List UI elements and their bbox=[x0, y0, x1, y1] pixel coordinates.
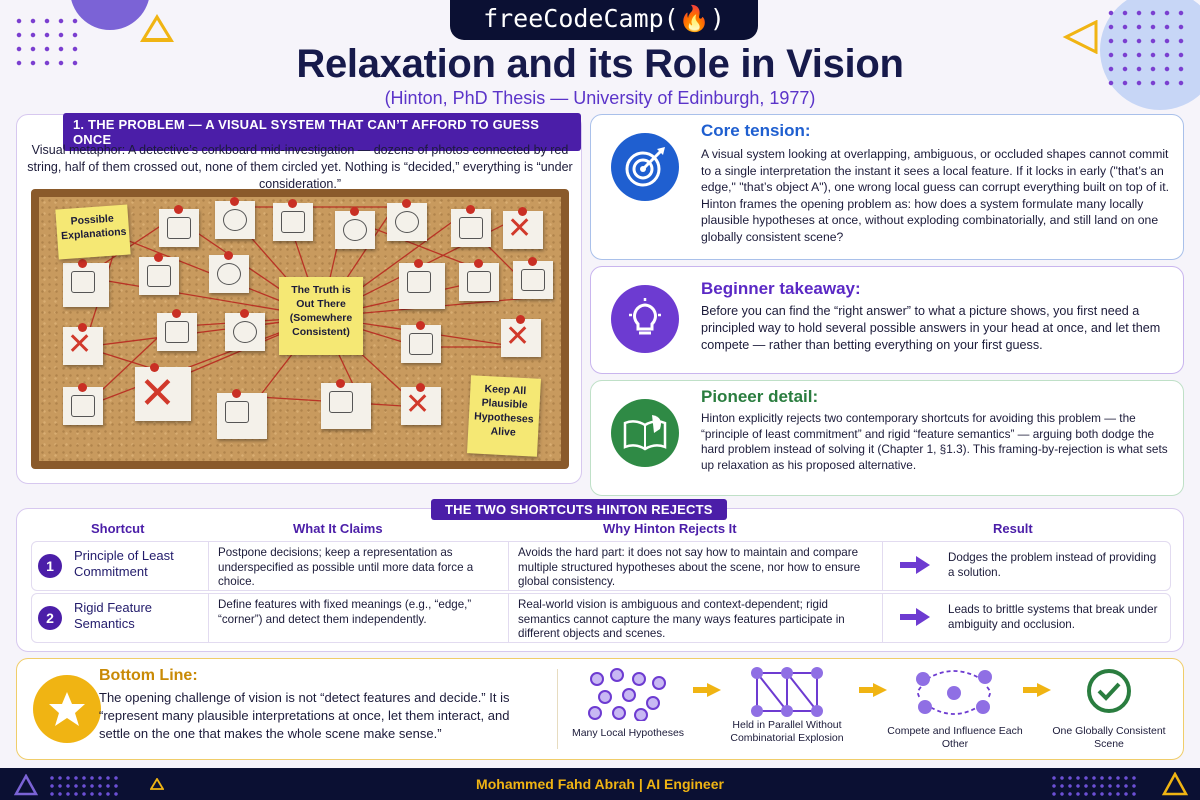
star-icon bbox=[33, 675, 101, 743]
row-number: 2 bbox=[38, 606, 62, 630]
column-header-result: Result bbox=[993, 521, 1033, 536]
target-icon bbox=[611, 133, 679, 201]
photo-card bbox=[387, 199, 427, 241]
bottom-line-title: Bottom Line: bbox=[99, 667, 198, 684]
photo-card-crossed: ✕ bbox=[63, 323, 103, 365]
decorative-dots bbox=[48, 774, 118, 796]
column-header-shortcut: Shortcut bbox=[91, 521, 145, 536]
beginner-takeaway-panel: Beginner takeaway: Before you can find t… bbox=[590, 266, 1184, 374]
row-claims: Postpone decisions; keep a representatio… bbox=[218, 546, 474, 588]
photo-card bbox=[217, 389, 267, 439]
photo-card bbox=[451, 205, 491, 247]
beginner-takeaway-body: Before you can find the “right answer” t… bbox=[701, 304, 1161, 352]
problem-description: Visual metaphor: A detective’s corkboard… bbox=[27, 143, 573, 191]
arrow-right-icon bbox=[1023, 683, 1051, 697]
table-row: 2 Rigid Feature Semantics Define feature… bbox=[31, 593, 1171, 643]
bottom-line-body: The opening challenge of vision is not “… bbox=[99, 690, 510, 741]
page-title: Relaxation and its Role in Vision bbox=[296, 42, 904, 86]
sticky-note-truth: The Truth is Out There (Somewhere Consis… bbox=[279, 277, 363, 355]
shortcuts-table: THE TWO SHORTCUTS HINTON REJECTS Shortcu… bbox=[16, 499, 1184, 652]
table-row: 1 Principle of Least Commitment Postpone… bbox=[31, 541, 1171, 591]
arrow-right-icon bbox=[693, 683, 721, 697]
core-tension-body: A visual system looking at overlapping, … bbox=[701, 147, 1170, 244]
photo-card bbox=[63, 383, 103, 425]
hypotheses-cluster-icon bbox=[588, 668, 666, 721]
pioneer-detail-body: Hinton explicitly rejects two contempora… bbox=[701, 411, 1168, 472]
row-shortcut: Rigid Feature Semantics bbox=[74, 600, 153, 631]
row-shortcut: Principle of Least Commitment bbox=[74, 548, 174, 579]
decorative-circle bbox=[70, 0, 150, 30]
beginner-takeaway-title: Beginner takeaway: bbox=[701, 279, 861, 298]
compete-cycle-icon bbox=[916, 670, 992, 715]
arrow-right-icon bbox=[900, 608, 930, 626]
decorative-triangle bbox=[150, 778, 164, 790]
footer: Mohammed Fahd Abrah | AI Engineer bbox=[0, 768, 1200, 800]
photo-card bbox=[139, 253, 179, 295]
decorative-triangle bbox=[1162, 772, 1188, 796]
pioneer-detail-panel: Pioneer detail: Hinton explicitly reject… bbox=[590, 380, 1184, 496]
photo-card-crossed: ✕ bbox=[135, 363, 191, 421]
problem-tag: 1. THE PROBLEM — A VISUAL SYSTEM THAT CA… bbox=[63, 113, 581, 151]
bottom-line-panel: Bottom Line: The opening challenge of vi… bbox=[16, 658, 1184, 760]
photo-card bbox=[399, 259, 445, 309]
network-graph-icon bbox=[751, 667, 823, 717]
decorative-triangle bbox=[14, 774, 38, 796]
decorative-dots bbox=[12, 14, 82, 74]
photo-card bbox=[335, 207, 375, 249]
photo-card bbox=[513, 257, 553, 299]
photo-card bbox=[215, 197, 255, 239]
flow-step-label: One Globally Consistent Scene bbox=[1052, 725, 1166, 750]
brand-logo: freeCodeCamp(🔥) bbox=[450, 0, 758, 40]
corkboard-illustration: ✕ ✕ ✕ ✕ ✕ Possible Explanations The Trut… bbox=[31, 189, 569, 469]
photo-card-crossed: ✕ bbox=[401, 383, 441, 425]
flow-step-label: Compete and Influence Each Other bbox=[887, 725, 1023, 750]
row-result: Dodges the problem instead of providing … bbox=[948, 551, 1157, 579]
author-credit: Mohammed Fahd Abrah | AI Engineer bbox=[476, 776, 724, 792]
shortcuts-table-tag: THE TWO SHORTCUTS HINTON REJECTS bbox=[431, 499, 727, 520]
sticky-note-possible: Possible Explanations bbox=[55, 204, 131, 260]
row-why: Avoids the hard part: it does not say ho… bbox=[518, 546, 861, 588]
pioneer-detail-title: Pioneer detail: bbox=[701, 387, 819, 406]
photo-card-crossed: ✕ bbox=[503, 207, 543, 249]
photo-card bbox=[273, 199, 313, 241]
photo-card bbox=[159, 205, 199, 247]
arrow-right-icon bbox=[900, 556, 930, 574]
photo-card bbox=[157, 309, 197, 351]
arrow-right-icon bbox=[859, 683, 887, 697]
lightbulb-icon bbox=[611, 285, 679, 353]
row-claims: Define features with fixed meanings (e.g… bbox=[218, 598, 472, 626]
page-subtitle: (Hinton, PhD Thesis — University of Edin… bbox=[384, 88, 816, 108]
book-quill-icon bbox=[611, 399, 679, 467]
flow-step-label: Many Local Hypotheses bbox=[571, 727, 685, 739]
row-why: Real-world vision is ambiguous and conte… bbox=[518, 598, 845, 640]
photo-card bbox=[401, 321, 441, 363]
core-tension-title: Core tension: bbox=[701, 121, 811, 140]
sticky-note-keep: Keep All Plausible Hypotheses Alive bbox=[467, 375, 541, 457]
photo-card bbox=[459, 259, 499, 301]
decorative-triangle bbox=[1062, 20, 1098, 54]
photo-card bbox=[225, 309, 265, 351]
decorative-dots bbox=[1104, 6, 1184, 86]
row-result: Leads to brittle systems that break unde… bbox=[948, 603, 1158, 631]
decorative-triangle bbox=[140, 14, 174, 42]
column-header-why: Why Hinton Rejects It bbox=[603, 521, 737, 536]
decorative-dots bbox=[1050, 774, 1140, 796]
flow-step-label: Held in Parallel Without Combinatorial E… bbox=[730, 719, 844, 744]
photo-card-crossed: ✕ bbox=[501, 315, 541, 357]
row-number: 1 bbox=[38, 554, 62, 578]
photo-card bbox=[63, 259, 109, 307]
problem-panel: 1. THE PROBLEM — A VISUAL SYSTEM THAT CA… bbox=[16, 113, 582, 484]
photo-card bbox=[321, 379, 371, 429]
photo-card bbox=[209, 251, 249, 293]
core-tension-panel: Core tension: A visual system looking at… bbox=[590, 114, 1184, 260]
checkmark-icon bbox=[1087, 669, 1131, 713]
column-header-claims: What It Claims bbox=[293, 521, 383, 536]
